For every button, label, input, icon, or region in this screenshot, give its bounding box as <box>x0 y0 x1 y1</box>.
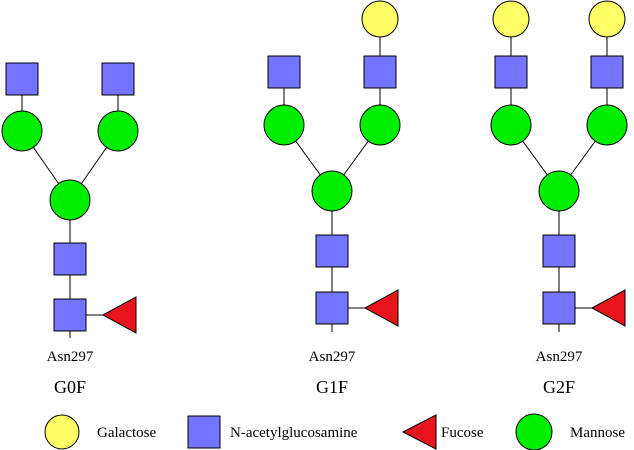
g2f-n1-glcnac-square-icon <box>542 291 576 325</box>
legend-fucose-label: Fucose <box>441 425 484 441</box>
g1f-n2-glcnac-square-icon <box>315 234 349 268</box>
g2f-m_left-mannose-circle-icon <box>490 104 532 146</box>
legend-fucose-triangle-icon <box>401 414 437 450</box>
g2f-m_right-mannose-circle-icon <box>586 104 628 146</box>
g1f-fuc-fucose-triangle-icon <box>363 289 399 327</box>
g2f-fuc-fucose-triangle-icon <box>590 289 626 327</box>
g2f-anchor-label: Asn297 <box>536 349 583 365</box>
legend-mannose-label: Mannose <box>570 425 625 441</box>
g1f-m_left-mannose-circle-icon <box>263 104 305 146</box>
g0f-anchor-label: Asn297 <box>47 349 94 365</box>
g1f-structure <box>263 0 401 332</box>
g2f-n2-glcnac-square-icon <box>542 234 576 268</box>
glycan-structures <box>1 0 628 338</box>
g0f-fuc-fucose-triangle-icon <box>101 296 137 334</box>
legend-galactose-circle-icon <box>44 414 80 450</box>
g0f-n1-glcnac-square-icon <box>53 298 87 332</box>
g1f-m_core-mannose-circle-icon <box>311 170 353 212</box>
g1f-m_right-mannose-circle-icon <box>359 104 401 146</box>
legend-n-acetylglucosamine-label: N-acetylglucosamine <box>230 425 358 441</box>
g0f-m_right-mannose-circle-icon <box>97 110 139 152</box>
g2f-m_core-mannose-circle-icon <box>538 170 580 212</box>
legend-mannose-circle-icon <box>515 413 553 450</box>
g1f-n1-glcnac-square-icon <box>315 291 349 325</box>
g2f-g_right-galactose-circle-icon <box>588 0 626 38</box>
g2f-g_left-galactose-circle-icon <box>492 0 530 38</box>
g2f-name-label: G2F <box>543 377 575 397</box>
g1f-name-label: G1F <box>316 377 348 397</box>
g0f-n_right-glcnac-square-icon <box>101 62 135 96</box>
g1f-g_right-galactose-circle-icon <box>361 0 399 38</box>
g2f-n_left-glcnac-square-icon <box>494 55 528 89</box>
g0f-m_core-mannose-circle-icon <box>49 179 91 221</box>
g0f-m_left-mannose-circle-icon <box>1 110 43 152</box>
legend-n-acetylglucosamine-square-icon <box>187 415 221 449</box>
g0f-name-label: G0F <box>54 377 86 397</box>
g2f-n_right-glcnac-square-icon <box>590 55 624 89</box>
legend-galactose-label: Galactose <box>97 425 156 441</box>
g2f-structure <box>490 0 628 332</box>
g0f-n_left-glcnac-square-icon <box>5 62 39 96</box>
legend: Galactose N-acetylglucosamine Fucose Man… <box>44 413 625 450</box>
g1f-n_left-glcnac-square-icon <box>267 55 301 89</box>
g1f-n_right-glcnac-square-icon <box>363 55 397 89</box>
g0f-n2-glcnac-square-icon <box>53 242 87 276</box>
g1f-anchor-label: Asn297 <box>309 349 356 365</box>
g0f-structure <box>1 62 139 338</box>
